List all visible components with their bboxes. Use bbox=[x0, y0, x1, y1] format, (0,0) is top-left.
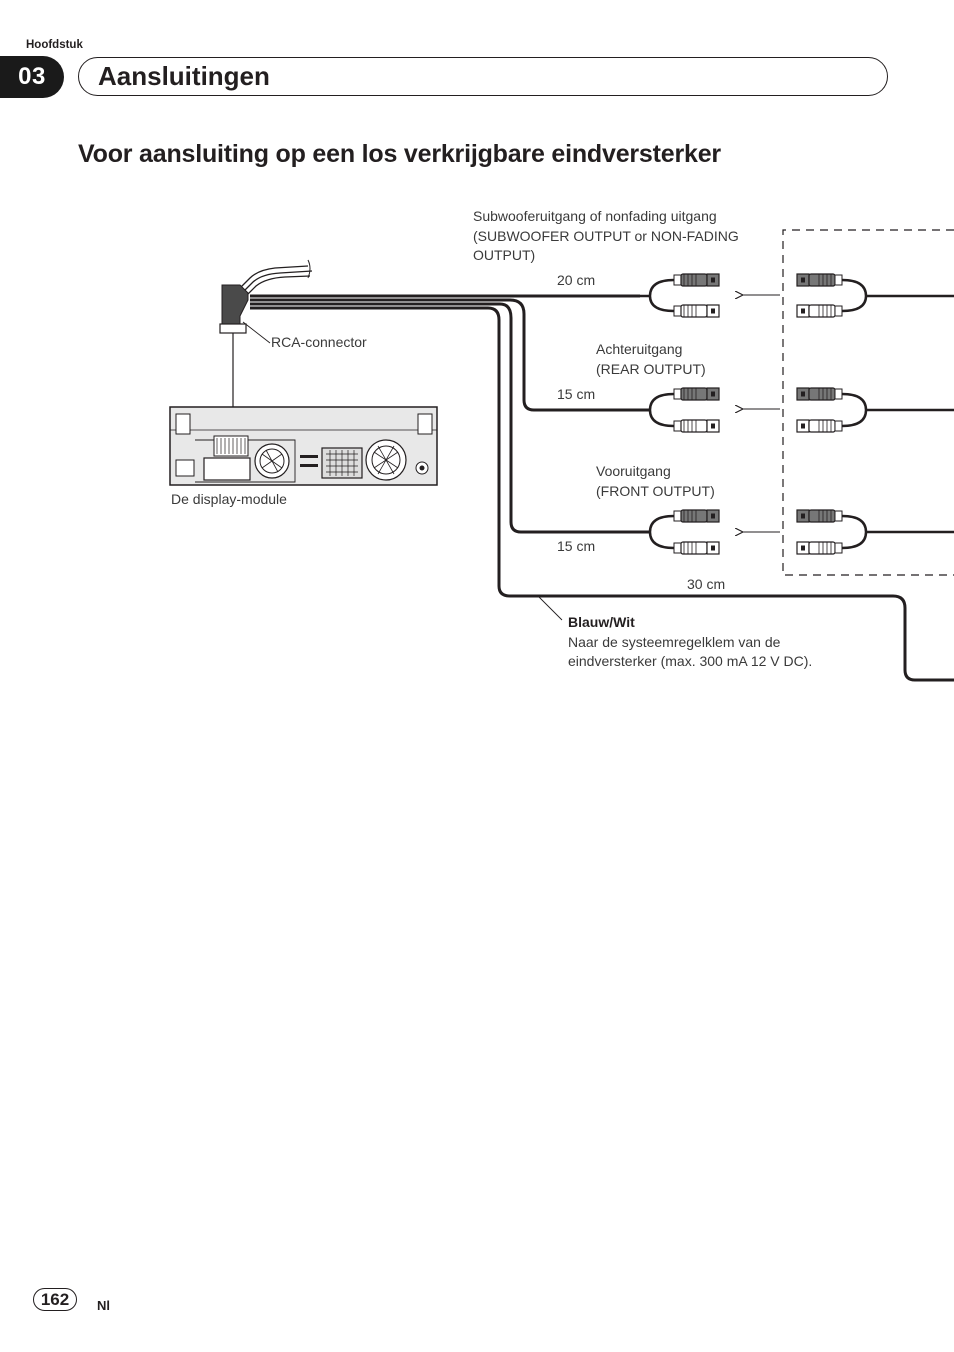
subwoofer-output-label: Subwooferuitgang of nonfading uitgang (S… bbox=[473, 208, 739, 263]
section-title: Voor aansluiting op een los verkrijgbare… bbox=[78, 140, 721, 168]
chapter-number-badge: 03 bbox=[0, 56, 64, 98]
blue-white-title: Blauw/Wit bbox=[568, 614, 635, 630]
front-length: 15 cm bbox=[557, 538, 596, 554]
rear-output-label: Achteruitgang (REAR OUTPUT) bbox=[596, 341, 706, 377]
amplifier-boundary bbox=[782, 229, 954, 576]
chapter-label: Hoofdstuk bbox=[26, 39, 83, 51]
chapter-title: Aansluitingen bbox=[98, 61, 270, 91]
wire-bundle bbox=[239, 259, 954, 682]
display-module-label: De display-module bbox=[171, 491, 287, 507]
front-output-label: Vooruitgang (FRONT OUTPUT) bbox=[596, 463, 715, 499]
rear-length: 15 cm bbox=[557, 386, 596, 402]
page-number: 162 bbox=[33, 1288, 77, 1311]
rear-rca-pair bbox=[648, 387, 954, 433]
subwoofer-rca-pair bbox=[640, 273, 954, 318]
rca-connector-block bbox=[219, 284, 271, 436]
language-code: Nl bbox=[97, 1298, 110, 1313]
subwoofer-length: 20 cm bbox=[557, 272, 596, 288]
chapter-title-bar bbox=[78, 57, 888, 96]
blue-white-length: 30 cm bbox=[687, 576, 726, 592]
blue-white-leader bbox=[537, 595, 563, 621]
blue-white-label: Blauw/Wit Naar de systeemregelklem van d… bbox=[568, 614, 813, 669]
rca-connector-label: RCA-connector bbox=[271, 334, 367, 350]
front-rca-pair bbox=[648, 509, 954, 555]
display-module bbox=[169, 406, 438, 486]
